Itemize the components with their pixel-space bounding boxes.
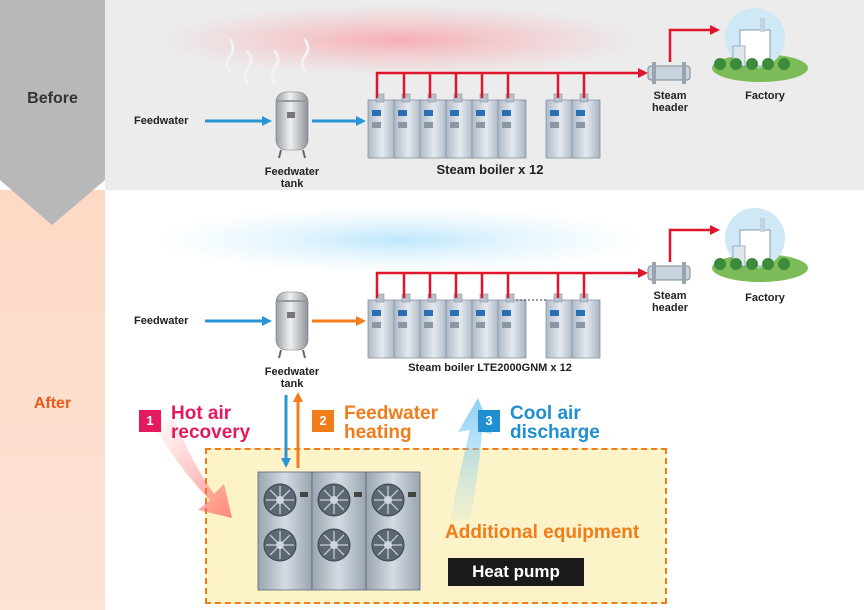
boiler-unit xyxy=(571,293,601,359)
boiler-unit xyxy=(497,293,527,359)
step-1-badge: 1 xyxy=(139,410,161,432)
feedwater-to-heatpump-arrow xyxy=(281,395,291,468)
boiler-unit xyxy=(471,93,501,159)
step-3-badge: 3 xyxy=(478,410,500,432)
boiler-unit xyxy=(419,93,449,159)
heat-pump-unit xyxy=(257,471,421,591)
after-label: After xyxy=(33,395,72,412)
feedwater-tank-label-before: Feedwater tank xyxy=(264,166,320,190)
boiler-unit xyxy=(445,293,475,359)
heat-pump-module xyxy=(311,471,367,591)
boiler-bank-before xyxy=(367,93,601,159)
feedwater-label-before: Feedwater xyxy=(134,115,189,127)
boiler-unit xyxy=(367,93,397,159)
boiler-unit xyxy=(497,93,527,159)
boiler-unit xyxy=(367,293,397,359)
boiler-unit xyxy=(571,93,601,159)
step-3-label: Cool air discharge xyxy=(510,403,600,443)
boiler-bank-after xyxy=(367,293,601,359)
step-2-badge: 2 xyxy=(312,410,334,432)
boiler-unit xyxy=(419,293,449,359)
tank-to-boiler-arrow-after xyxy=(312,316,366,326)
feedwater-label-after: Feedwater xyxy=(134,315,189,327)
boiler-unit xyxy=(393,293,423,359)
steam-pipe-after xyxy=(375,228,712,298)
steam-header-label-after: Steam header xyxy=(651,290,689,314)
steam-header-label-before: Steam header xyxy=(651,90,689,114)
feedwater-tank-after xyxy=(275,291,309,359)
heat-pump-module xyxy=(257,471,313,591)
boiler-unit xyxy=(445,93,475,159)
factory-before xyxy=(712,8,808,82)
heat-pump-label: Heat pump xyxy=(448,558,584,586)
factory-label-after: Factory xyxy=(745,292,785,304)
additional-equipment-title: Additional equipment xyxy=(445,522,640,543)
step-1-label: Hot air recovery xyxy=(171,403,251,443)
feedwater-tank-before xyxy=(275,91,309,159)
boiler-unit xyxy=(393,93,423,159)
heated-water-return-arrow xyxy=(293,392,303,468)
boiler-label-before: Steam boiler x 12 xyxy=(436,162,544,177)
boiler-unit xyxy=(545,93,575,159)
feedwater-tank-label-after: Feedwater tank xyxy=(264,366,320,390)
hot-air-recovery-arrow xyxy=(150,420,232,518)
steam-header-before xyxy=(647,62,691,84)
steam-pipe-before xyxy=(375,28,712,98)
factory-label-before: Factory xyxy=(745,90,785,102)
heat-pump-module xyxy=(365,471,421,591)
tank-to-boiler-arrow-before xyxy=(312,116,366,126)
step-2-label: Feedwater heating xyxy=(344,403,438,443)
feedwater-arrow-before xyxy=(205,116,272,126)
boiler-unit xyxy=(545,293,575,359)
before-label: Before xyxy=(27,90,78,107)
boiler-label-after: Steam boiler LTE2000GNM x 12 xyxy=(408,362,572,374)
boiler-unit xyxy=(471,293,501,359)
factory-after xyxy=(712,208,808,282)
steam-header-after xyxy=(647,262,691,284)
feedwater-arrow-after xyxy=(205,316,272,326)
